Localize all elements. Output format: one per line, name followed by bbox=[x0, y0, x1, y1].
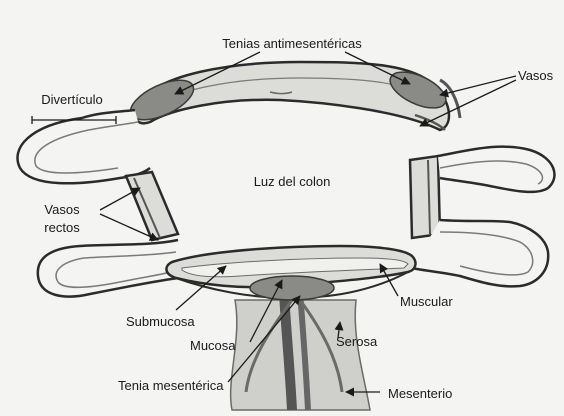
label-luz-del-colon: Luz del colon bbox=[254, 174, 331, 189]
label-muscular: Muscular bbox=[400, 294, 453, 309]
label-tenias-antimesentericas: Tenias antimesentéricas bbox=[222, 36, 362, 51]
label-submucosa: Submucosa bbox=[126, 314, 195, 329]
label-serosa: Serosa bbox=[336, 334, 378, 349]
label-vasos-rectos-line1: Vasos bbox=[44, 202, 80, 217]
left-diverticulum bbox=[18, 110, 150, 183]
label-mesenterio: Mesenterio bbox=[388, 386, 452, 401]
label-vasos-rectos-line2: rectos bbox=[44, 220, 80, 235]
label-tenia-mesenterica: Tenia mesentérica bbox=[118, 378, 224, 393]
label-diverticulo: Divertículo bbox=[41, 92, 102, 107]
right-wall bbox=[410, 156, 440, 238]
bottom-left-diverticulum bbox=[38, 240, 178, 297]
label-vasos: Vasos bbox=[518, 68, 554, 83]
tenia-mesenterica bbox=[250, 276, 334, 300]
label-mucosa: Mucosa bbox=[190, 338, 236, 353]
